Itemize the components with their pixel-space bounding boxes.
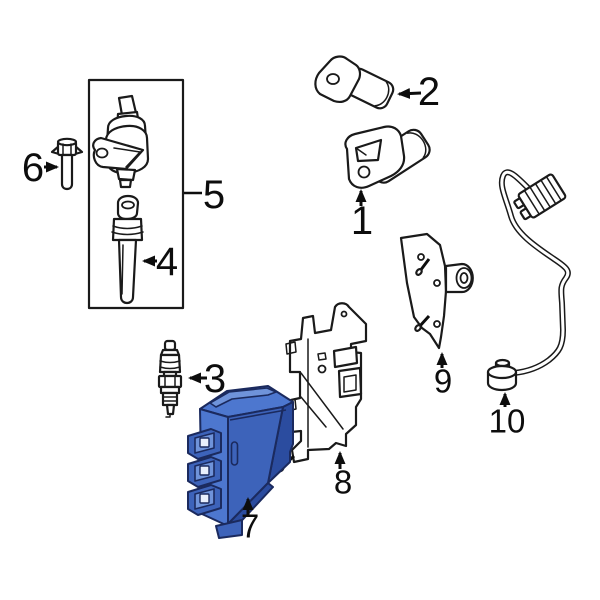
callout-1: 1 (351, 189, 373, 243)
callout-2-number: 2 (418, 70, 440, 114)
callout-9: 9 (434, 352, 452, 400)
callout-3: 3 (188, 357, 226, 401)
coil-boot-illustration (111, 194, 144, 305)
coil-group-box (87, 78, 185, 310)
callout-10-number: 10 (489, 403, 526, 440)
knock-sensor-icon (486, 358, 518, 392)
callout-9-number: 9 (434, 363, 452, 400)
harness-connector-icon (513, 173, 567, 221)
callout-5: 5 (184, 173, 225, 217)
callout-3-number: 3 (204, 357, 226, 401)
bracket-screw-icon (415, 258, 431, 276)
callout-6: 6 (22, 146, 59, 190)
ecm-connector-port (187, 484, 222, 516)
callout-8: 8 (334, 451, 352, 501)
coil-bolt-illustration (50, 137, 84, 191)
callout-8-number: 8 (334, 464, 352, 501)
sensor-bracket-illustration (399, 232, 474, 350)
ignition-coil-illustration (92, 94, 150, 189)
spark-plug-illustration (157, 339, 183, 418)
callout-6-number: 6 (22, 146, 44, 190)
camshaft-position-sensor-illustration (314, 55, 395, 110)
ecm-connector-port (187, 428, 222, 460)
callout-2: 2 (397, 70, 440, 114)
callout-4-number: 4 (156, 240, 178, 284)
knock-sensor-harness-illustration (486, 169, 571, 392)
callout-5-number: 5 (203, 173, 225, 217)
crankshaft-position-sensor-illustration (344, 125, 431, 189)
bracket-screw-icon (414, 314, 431, 332)
callout-7: 7 (241, 497, 259, 545)
ecm-bracket-illustration (276, 302, 368, 473)
callout-7-number: 7 (241, 508, 259, 545)
callout-1-number: 1 (351, 199, 373, 243)
callout-10: 10 (489, 392, 526, 440)
ecm-connector-port (187, 456, 222, 488)
callout-4: 4 (142, 240, 178, 284)
